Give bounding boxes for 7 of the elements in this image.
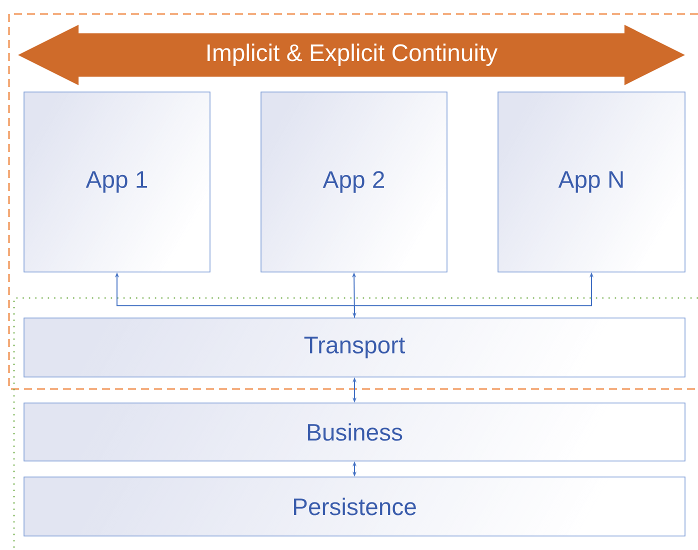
app-box: App 1 <box>24 92 210 272</box>
app-box: App N <box>498 92 686 272</box>
double-arrow-banner: Implicit & Explicit Continuity <box>18 24 685 86</box>
layer-band: Business <box>24 402 686 462</box>
app-box: App 2 <box>260 92 448 272</box>
layer-band: Persistence <box>24 476 686 536</box>
layer-band: Transport <box>24 318 686 378</box>
